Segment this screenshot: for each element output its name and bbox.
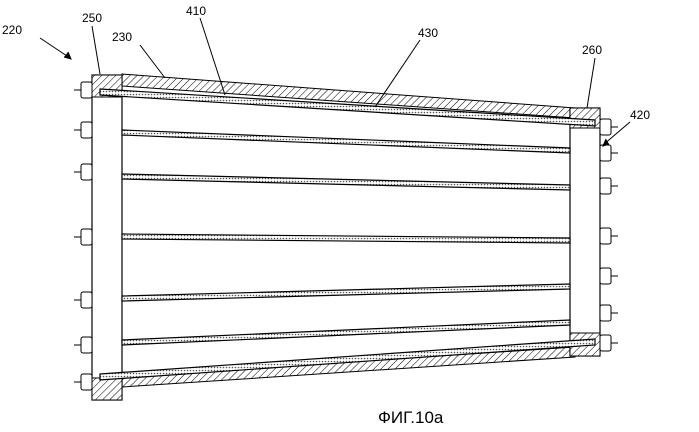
- right-end-plate: [570, 108, 600, 356]
- label-230: 230: [112, 30, 132, 44]
- left-connectors: [74, 82, 92, 390]
- left-end-plate: [92, 75, 122, 400]
- label-250: 250: [82, 11, 102, 25]
- label-420: 420: [630, 108, 650, 122]
- right-connectors: [600, 119, 618, 351]
- figure-caption: ФИГ.10а: [378, 408, 444, 427]
- tube-3: [122, 174, 570, 190]
- tube-5: [122, 284, 570, 301]
- tube-4: [122, 234, 570, 243]
- tube-6: [122, 320, 570, 345]
- label-260: 260: [582, 43, 602, 57]
- tubes: [100, 89, 595, 380]
- bottom-wall: [122, 347, 575, 387]
- label-430: 430: [418, 26, 438, 40]
- tube-2: [122, 130, 570, 153]
- label-410: 410: [186, 4, 206, 18]
- label-220: 220: [2, 23, 22, 37]
